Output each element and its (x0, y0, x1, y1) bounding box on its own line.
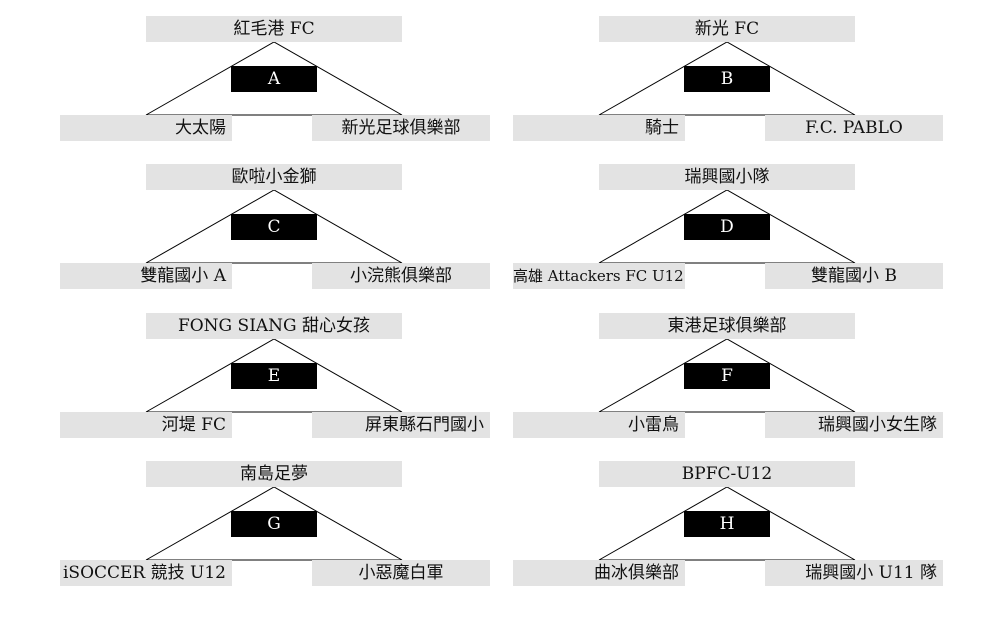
group-label: C (231, 214, 317, 240)
group-e: FONG SIANG 甜心女孩 E 河堤 FC 屏東縣石門國小 (60, 313, 490, 451)
team-top: 南島足夢 (146, 461, 402, 487)
team-left: 雙龍國小 A (60, 263, 232, 289)
team-left: iSOCCER 競技 U12 (60, 560, 232, 586)
team-top: 東港足球俱樂部 (599, 313, 855, 339)
team-right: 小惡魔白軍 (312, 560, 490, 586)
group-a: 紅毛港 FC A 大太陽 新光足球俱樂部 (60, 16, 490, 154)
group-label: G (231, 511, 317, 537)
group-g: 南島足夢 G iSOCCER 競技 U12 小惡魔白軍 (60, 461, 490, 599)
group-label: B (684, 66, 770, 92)
team-top: BPFC-U12 (599, 461, 855, 487)
team-top: 紅毛港 FC (146, 16, 402, 42)
team-top: 瑞興國小隊 (599, 164, 855, 190)
group-label: F (684, 363, 770, 389)
group-label: E (231, 363, 317, 389)
team-left: 河堤 FC (60, 412, 232, 438)
team-right: 新光足球俱樂部 (312, 115, 490, 141)
team-top: FONG SIANG 甜心女孩 (146, 313, 402, 339)
team-left: 高雄 Attackers FC U12 (513, 263, 685, 289)
group-c: 歐啦小金獅 C 雙龍國小 A 小浣熊俱樂部 (60, 164, 490, 302)
team-top: 新光 FC (599, 16, 855, 42)
team-left: 大太陽 (60, 115, 232, 141)
team-right: 雙龍國小 B (765, 263, 943, 289)
team-right: 小浣熊俱樂部 (312, 263, 490, 289)
team-right: F.C. PABLO (765, 115, 943, 141)
group-h: BPFC-U12 H 曲冰俱樂部 瑞興國小 U11 隊 (513, 461, 943, 599)
group-f: 東港足球俱樂部 F 小雷鳥 瑞興國小女生隊 (513, 313, 943, 451)
team-right: 屏東縣石門國小 (312, 412, 490, 438)
group-b: 新光 FC B 騎士 F.C. PABLO (513, 16, 943, 154)
group-label: D (684, 214, 770, 240)
group-label: H (684, 511, 770, 537)
team-right: 瑞興國小 U11 隊 (765, 560, 943, 586)
team-left: 小雷鳥 (513, 412, 685, 438)
team-top: 歐啦小金獅 (146, 164, 402, 190)
team-left: 曲冰俱樂部 (513, 560, 685, 586)
team-left: 騎士 (513, 115, 685, 141)
group-label: A (231, 66, 317, 92)
team-right: 瑞興國小女生隊 (765, 412, 943, 438)
group-d: 瑞興國小隊 D 高雄 Attackers FC U12 雙龍國小 B (513, 164, 943, 302)
